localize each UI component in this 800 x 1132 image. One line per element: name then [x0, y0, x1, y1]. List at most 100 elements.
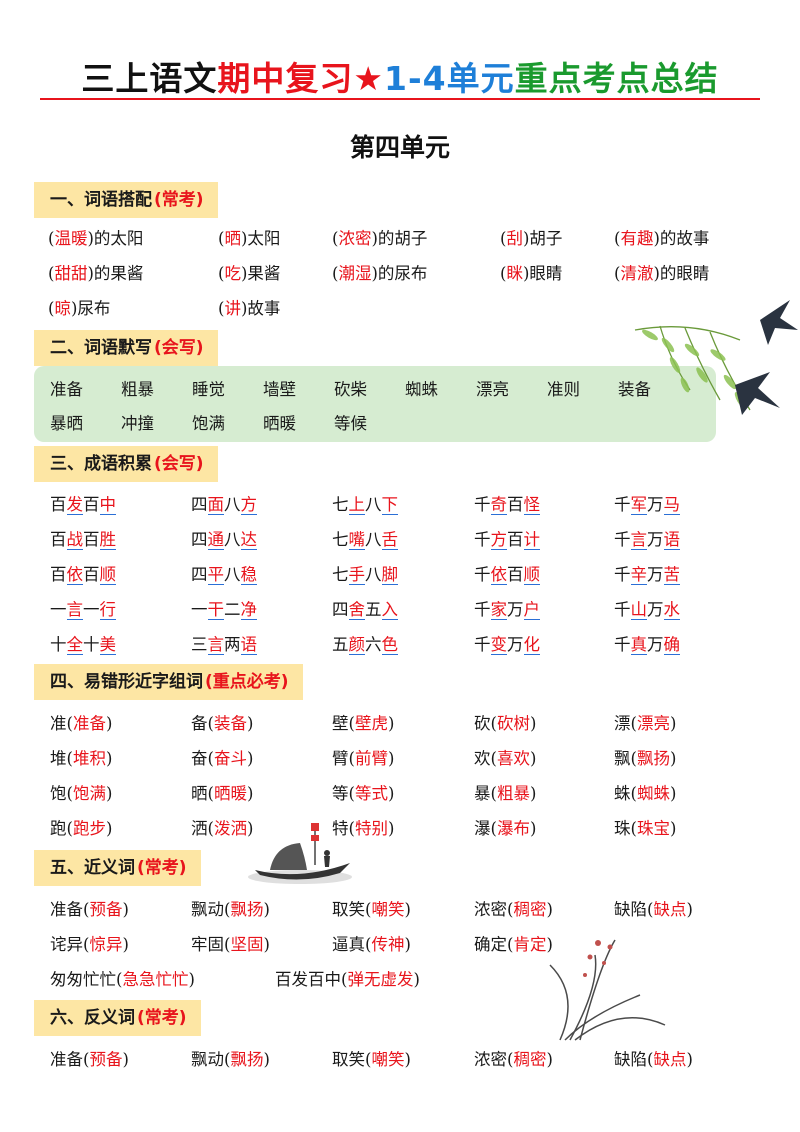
idiom-char: 二	[224, 600, 241, 619]
content-row: 百发百中四面八方七上八下千奇百怪千军万马	[0, 492, 800, 518]
answer-word: 嘲笑	[371, 900, 405, 919]
section-tag: (常考)	[137, 858, 187, 878]
collocation-item: (温暖)的太阳	[48, 226, 143, 252]
section-tag: (重点必考)	[205, 672, 289, 692]
idiom-char: 五	[332, 635, 349, 654]
answer-word: 瀑布	[496, 819, 530, 838]
idiom-char: 四	[332, 600, 349, 619]
answer-word: 奋斗	[213, 749, 247, 768]
section-header-synonyms: 五、近义词(常考)	[34, 850, 201, 886]
base-word: 飘动(	[191, 1050, 231, 1069]
bracket-close: )	[387, 819, 395, 838]
idiom-char: 千	[614, 495, 631, 514]
bracket-open: (	[614, 229, 621, 248]
idiom-char-answer: 语	[240, 635, 257, 655]
bracket-close: )	[246, 749, 254, 768]
idiom-char-answer: 方	[240, 495, 257, 515]
answer-word: 堆积	[72, 749, 106, 768]
similar-char-item: 臂(前臂)	[332, 746, 394, 772]
bracket-close: )	[404, 900, 411, 919]
idiom-char: 八	[365, 530, 382, 549]
similar-char-item: 晒(晒暖)	[191, 781, 253, 807]
idiom-char: 千	[614, 530, 631, 549]
bracket-close: )	[105, 784, 113, 803]
idiom-item: 千言万语	[614, 527, 680, 553]
phrase-text: )的故事	[653, 229, 710, 248]
idiom-item: 四通八达	[191, 527, 257, 553]
idiom-char: 四	[191, 530, 208, 549]
dictation-word: 装备	[618, 380, 651, 399]
idiom-char-answer: 计	[523, 530, 540, 550]
answer-word: 泼洒	[213, 819, 247, 838]
idiom-char-answer: 依	[66, 565, 83, 585]
bracket-close: )	[669, 714, 677, 733]
idiom-char-answer: 言	[630, 530, 647, 550]
collocation-item: (刮)胡子	[500, 226, 562, 252]
similar-char-item: 特(特别)	[332, 816, 394, 842]
idiom-char: 百	[83, 495, 100, 514]
idiom-item: 千真万确	[614, 632, 680, 658]
collocation-item: (浓密)的胡子	[332, 226, 427, 252]
dictation-word: 等候	[334, 414, 367, 433]
bracket-close: )	[546, 900, 553, 919]
base-word: 飘动(	[191, 900, 231, 919]
section-title: 三、成语积累	[50, 454, 152, 474]
phrase-text: )眼睛	[522, 264, 563, 283]
base-char: 壁(	[332, 714, 355, 733]
idiom-char-answer: 户	[523, 600, 540, 620]
idiom-item: 一干二净	[191, 597, 257, 623]
idiom-char-answer: 家	[490, 600, 507, 620]
idiom-char: 万	[507, 600, 524, 619]
section-tag: (会写)	[154, 454, 204, 474]
bracket-close: )	[686, 1050, 693, 1069]
similar-char-item: 准(准备)	[50, 711, 112, 737]
idiom-char-answer: 顺	[99, 565, 116, 585]
similar-char-item: 洒(泼洒)	[191, 816, 253, 842]
similar-char-item: 暴(粗暴)	[474, 781, 536, 807]
synonym-item: 取笑(嘲笑)	[332, 897, 411, 923]
similar-char-item: 飘(飘扬)	[614, 746, 676, 772]
content-row: 饱(饱满)晒(晒暖)等(等式)暴(粗暴)蛛(蜘蛛)	[0, 781, 800, 807]
idiom-char: 百	[50, 495, 67, 514]
similar-char-item: 饱(饱满)	[50, 781, 112, 807]
phrase-text: )尿布	[70, 299, 111, 318]
idiom-char: 两	[224, 635, 241, 654]
base-char: 准(	[50, 714, 73, 733]
idiom-char-answer: 发	[66, 495, 83, 515]
bracket-close: )	[669, 749, 677, 768]
answer-word: 稠密	[513, 900, 547, 919]
section-title: 五、近义词	[50, 858, 135, 878]
synonym-item: 浓密(稠密)	[474, 897, 553, 923]
idiom-char-answer: 嘴	[348, 530, 365, 550]
phrase-text: )的眼睛	[653, 264, 710, 283]
bracket-open: (	[48, 229, 55, 248]
dictation-box	[34, 366, 716, 442]
section-title: 一、词语搭配	[50, 190, 152, 210]
answer-word: 嘲笑	[371, 1050, 405, 1069]
section-tag: (常考)	[154, 190, 204, 210]
collocation-item: (甜甜)的果酱	[48, 261, 143, 287]
idiom-char: 七	[332, 495, 349, 514]
title-part-summary: 重点考点总结	[514, 59, 719, 98]
similar-char-item: 等(等式)	[332, 781, 394, 807]
answer-word: 装备	[213, 714, 247, 733]
base-char: 晒(	[191, 784, 214, 803]
synonym-item: 牢固(坚固)	[191, 932, 270, 958]
answer-word: 潮湿	[338, 264, 372, 283]
idiom-char: 五	[365, 600, 382, 619]
content-row: (晾)尿布(讲)故事	[0, 296, 800, 322]
bracket-close: )	[529, 749, 537, 768]
idiom-item: 千依百顺	[474, 562, 540, 588]
base-char: 珠(	[614, 819, 637, 838]
answer-word: 漂亮	[636, 714, 670, 733]
idiom-char: 十	[50, 635, 67, 654]
idiom-char-answer: 胜	[99, 530, 116, 550]
bracket-open: (	[332, 264, 339, 283]
idiom-char: 八	[224, 530, 241, 549]
collocation-item: (讲)故事	[218, 296, 280, 322]
similar-char-item: 珠(珠宝)	[614, 816, 676, 842]
idiom-char-answer: 脚	[381, 565, 398, 585]
idiom-char: 一	[83, 600, 100, 619]
bracket-open: (	[218, 299, 225, 318]
idiom-char: 百	[83, 565, 100, 584]
